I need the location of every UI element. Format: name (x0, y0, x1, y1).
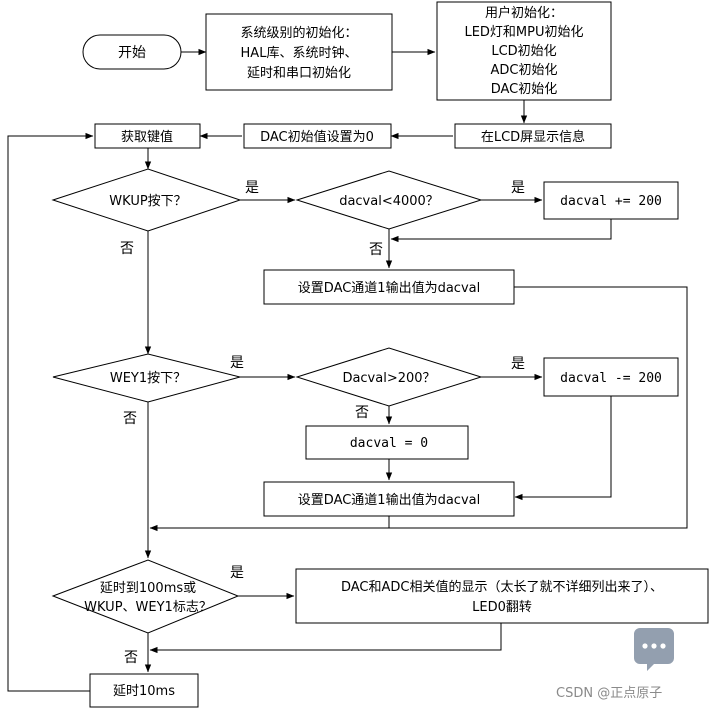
inc-label: dacval += 200 (560, 194, 662, 209)
no-label-lt: 否 (369, 242, 383, 258)
zero-box (305, 425, 469, 460)
system-init-line-3: 延时和串口初始化 (247, 66, 351, 81)
user-init-line-5: DAC初始化 (491, 82, 558, 97)
yes-label-gt: 是 (511, 356, 525, 372)
wey1-decision (52, 353, 242, 403)
no-label-gt: 否 (355, 405, 369, 421)
arrow-inc-merge (390, 219, 612, 243)
start-label: 开始 (118, 45, 146, 61)
user-init-line-4: ADC初始化 (491, 63, 558, 78)
set-output-label-2: 设置DAC通道1输出值为dacval (298, 492, 480, 508)
yes-label-delay: 是 (230, 565, 244, 581)
yes-label-wkup: 是 (245, 180, 259, 196)
no-label-wkup: 否 (120, 241, 134, 257)
start-terminal (82, 34, 182, 70)
display-box (295, 568, 709, 624)
dacval-lt-question: dacval<4000？ (339, 194, 439, 209)
arrow-loop-back (7, 132, 94, 692)
arrow-dec-setout2 (514, 396, 612, 501)
set-output-box-1 (263, 269, 515, 305)
system-init-line-2: HAL库、系统时钟、 (241, 45, 358, 61)
yes-label-lt: 是 (511, 180, 525, 196)
csdn-watermark: CSDN @正点原子 (556, 682, 662, 701)
watermark-prefix: CSDN @ (556, 686, 611, 701)
arrow-display-merge (149, 623, 502, 654)
arrow-setout1-merge (149, 286, 688, 532)
connectors (7, 48, 688, 692)
dec-box (543, 357, 679, 397)
get-key-label: 获取键值 (121, 129, 173, 145)
delay-10ms-label: 延时10ms (113, 684, 175, 699)
no-label-delay: 否 (124, 650, 138, 666)
user-init-line-1: 用户初始化： (485, 5, 563, 21)
user-init-line-3: LCD初始化 (491, 44, 556, 59)
chat-bubble-icon (634, 628, 674, 671)
delay-question-line-1: 延时到100ms或 (100, 581, 196, 596)
delay-10ms-box (89, 673, 199, 708)
get-key-box (94, 123, 201, 149)
dac-init-label: DAC初始值设置为0 (260, 129, 374, 145)
display-line-1: DAC和ADC相关值的显示（太长了就不详细列出来了）、 (341, 579, 663, 595)
system-init-box (205, 13, 393, 91)
dacval-lt-decision (295, 170, 483, 230)
dac-init-box (243, 123, 392, 149)
lcd-info-box (454, 123, 612, 149)
lcd-info-label: 在LCD屏显示信息 (481, 129, 585, 145)
zero-label: dacval = 0 (350, 436, 428, 451)
no-label-wey1: 否 (123, 411, 137, 427)
inc-box (543, 181, 679, 220)
user-init-box (436, 1, 612, 101)
user-init-line-2: LED灯和MPU初始化 (464, 25, 583, 40)
wkup-question: WKUP按下？ (109, 194, 186, 209)
display-line-2: LED0翻转 (472, 600, 532, 615)
set-output-label-1: 设置DAC通道1输出值为dacval (298, 280, 480, 296)
dacval-gt-question: Dacval>200？ (342, 371, 435, 386)
dec-label: dacval -= 200 (560, 371, 662, 386)
system-init-line-1: 系统级别的初始化： (240, 25, 357, 41)
watermark-name: 正点原子 (610, 686, 663, 701)
yes-label-wey1: 是 (230, 355, 244, 371)
dacval-gt-decision (295, 347, 483, 407)
wey1-question: WEY1按下？ (110, 371, 186, 386)
set-output-box-2 (263, 481, 515, 517)
delay-question-line-2: WKUP、WEY1标志？ (84, 600, 212, 615)
delay-decision (51, 559, 240, 634)
wkup-decision (51, 168, 242, 232)
